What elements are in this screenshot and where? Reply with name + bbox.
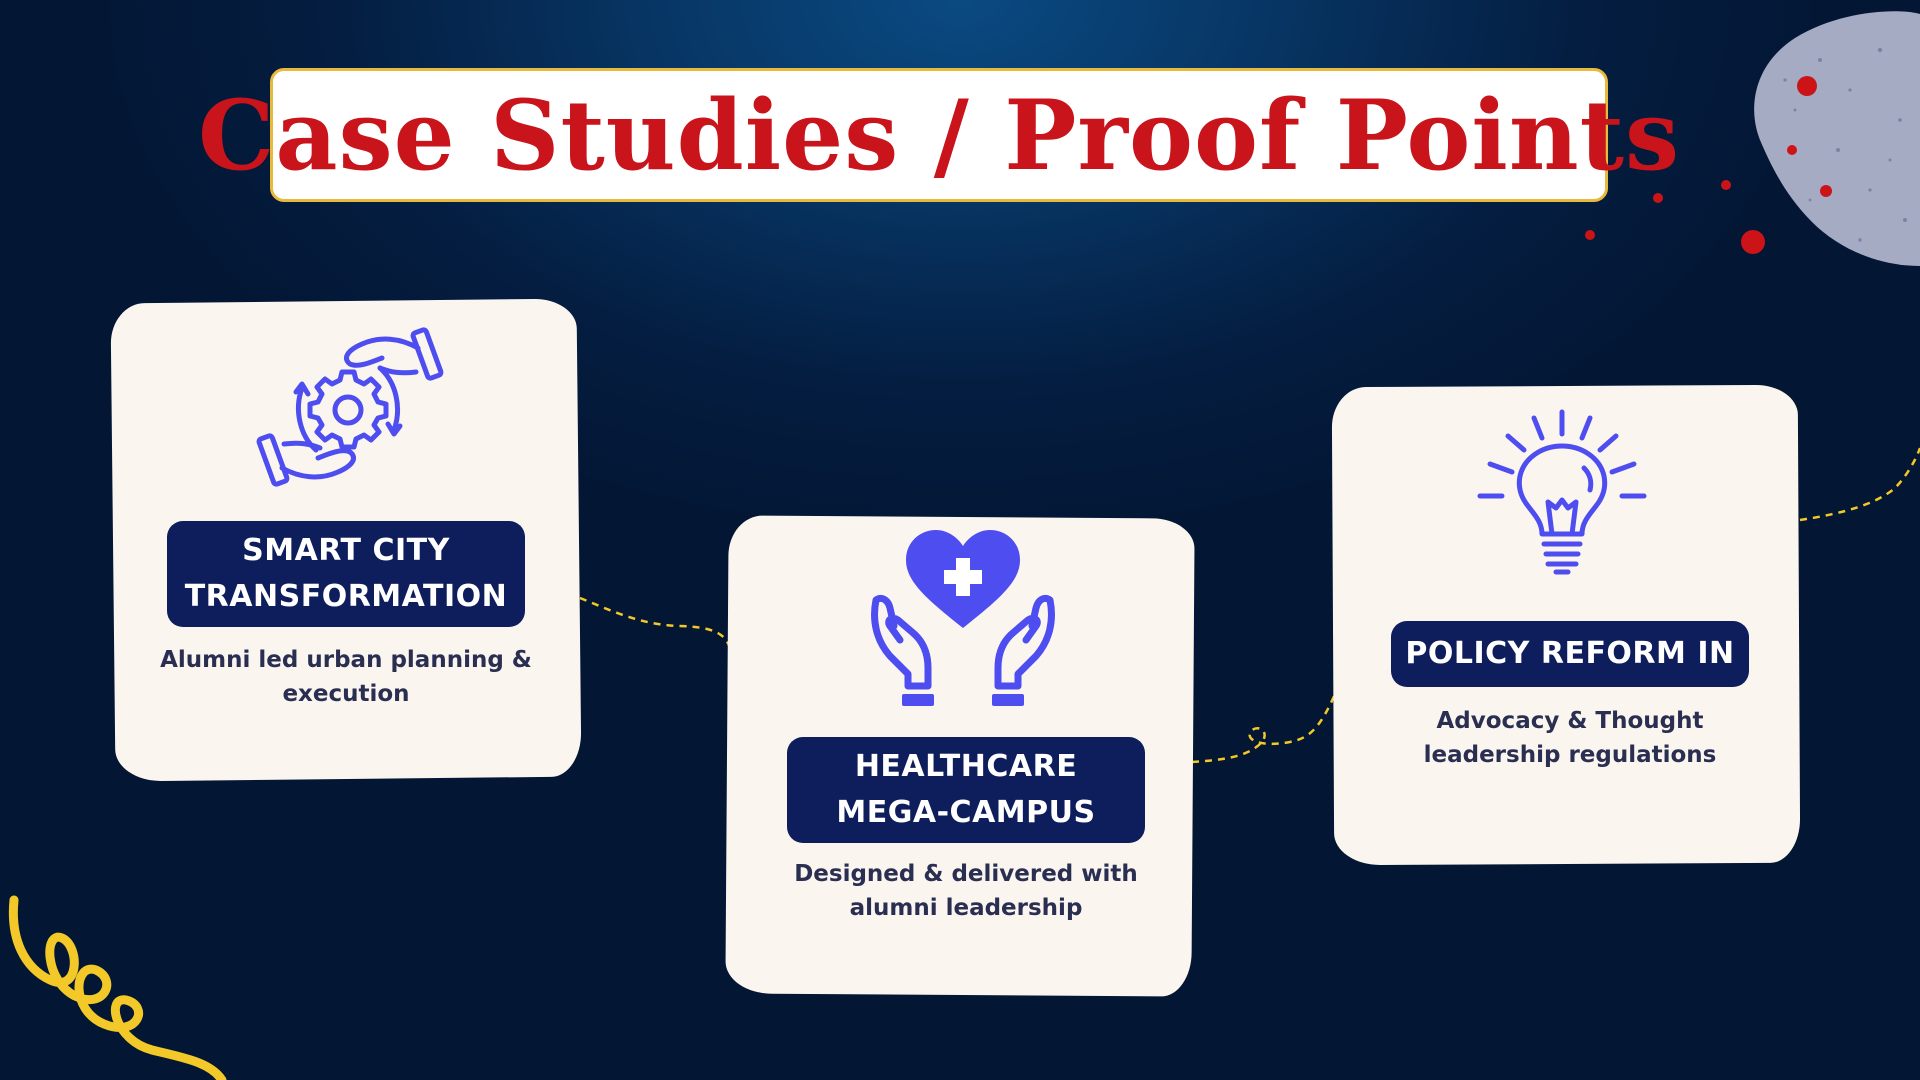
- card-description-healthcare: Designed & delivered with alumni leaders…: [760, 857, 1172, 925]
- connector-2-3: [1191, 691, 1338, 764]
- description-line: execution: [282, 681, 410, 707]
- card-description-smart-city: Alumni led urban planning & execution: [140, 643, 552, 711]
- card-label-healthcare: HEALTHCARE MEGA-CAMPUS: [787, 737, 1145, 843]
- title-banner: Case Studies / Proof Points: [198, 68, 1679, 202]
- label-line: MEGA-CAMPUS: [836, 795, 1096, 830]
- card-label-smart-city: SMART CITY TRANSFORMATION: [167, 521, 525, 627]
- label-line: SMART CITY: [242, 533, 450, 568]
- description-line: Advocacy & Thought: [1436, 708, 1704, 734]
- heart-hands-icon: [871, 530, 1055, 706]
- description-line: leadership regulations: [1423, 742, 1717, 768]
- yellow-squiggle: [8, 895, 227, 1080]
- label-line: POLICY REFORM IN: [1405, 636, 1735, 671]
- card-description-policy: Advocacy & Thought leadership regulation…: [1364, 704, 1776, 772]
- lightbulb-icon: [1477, 409, 1647, 575]
- connector-1-2: [579, 596, 732, 649]
- connector-3-edge: [1799, 447, 1920, 522]
- description-line: alumni leadership: [849, 895, 1083, 921]
- grey-blob: [1754, 11, 1920, 267]
- label-line: TRANSFORMATION: [184, 579, 508, 614]
- medical-cross: [944, 558, 982, 596]
- card-label-policy: POLICY REFORM IN: [1391, 621, 1749, 687]
- description-line: Alumni led urban planning &: [160, 647, 532, 673]
- description-line: Designed & delivered with: [794, 861, 1138, 887]
- blob-speckles: [1783, 47, 1907, 242]
- page-title: Case Studies / Proof Points: [197, 78, 1681, 192]
- gear-hands-icon: [256, 327, 444, 487]
- label-line: HEALTHCARE: [854, 749, 1078, 784]
